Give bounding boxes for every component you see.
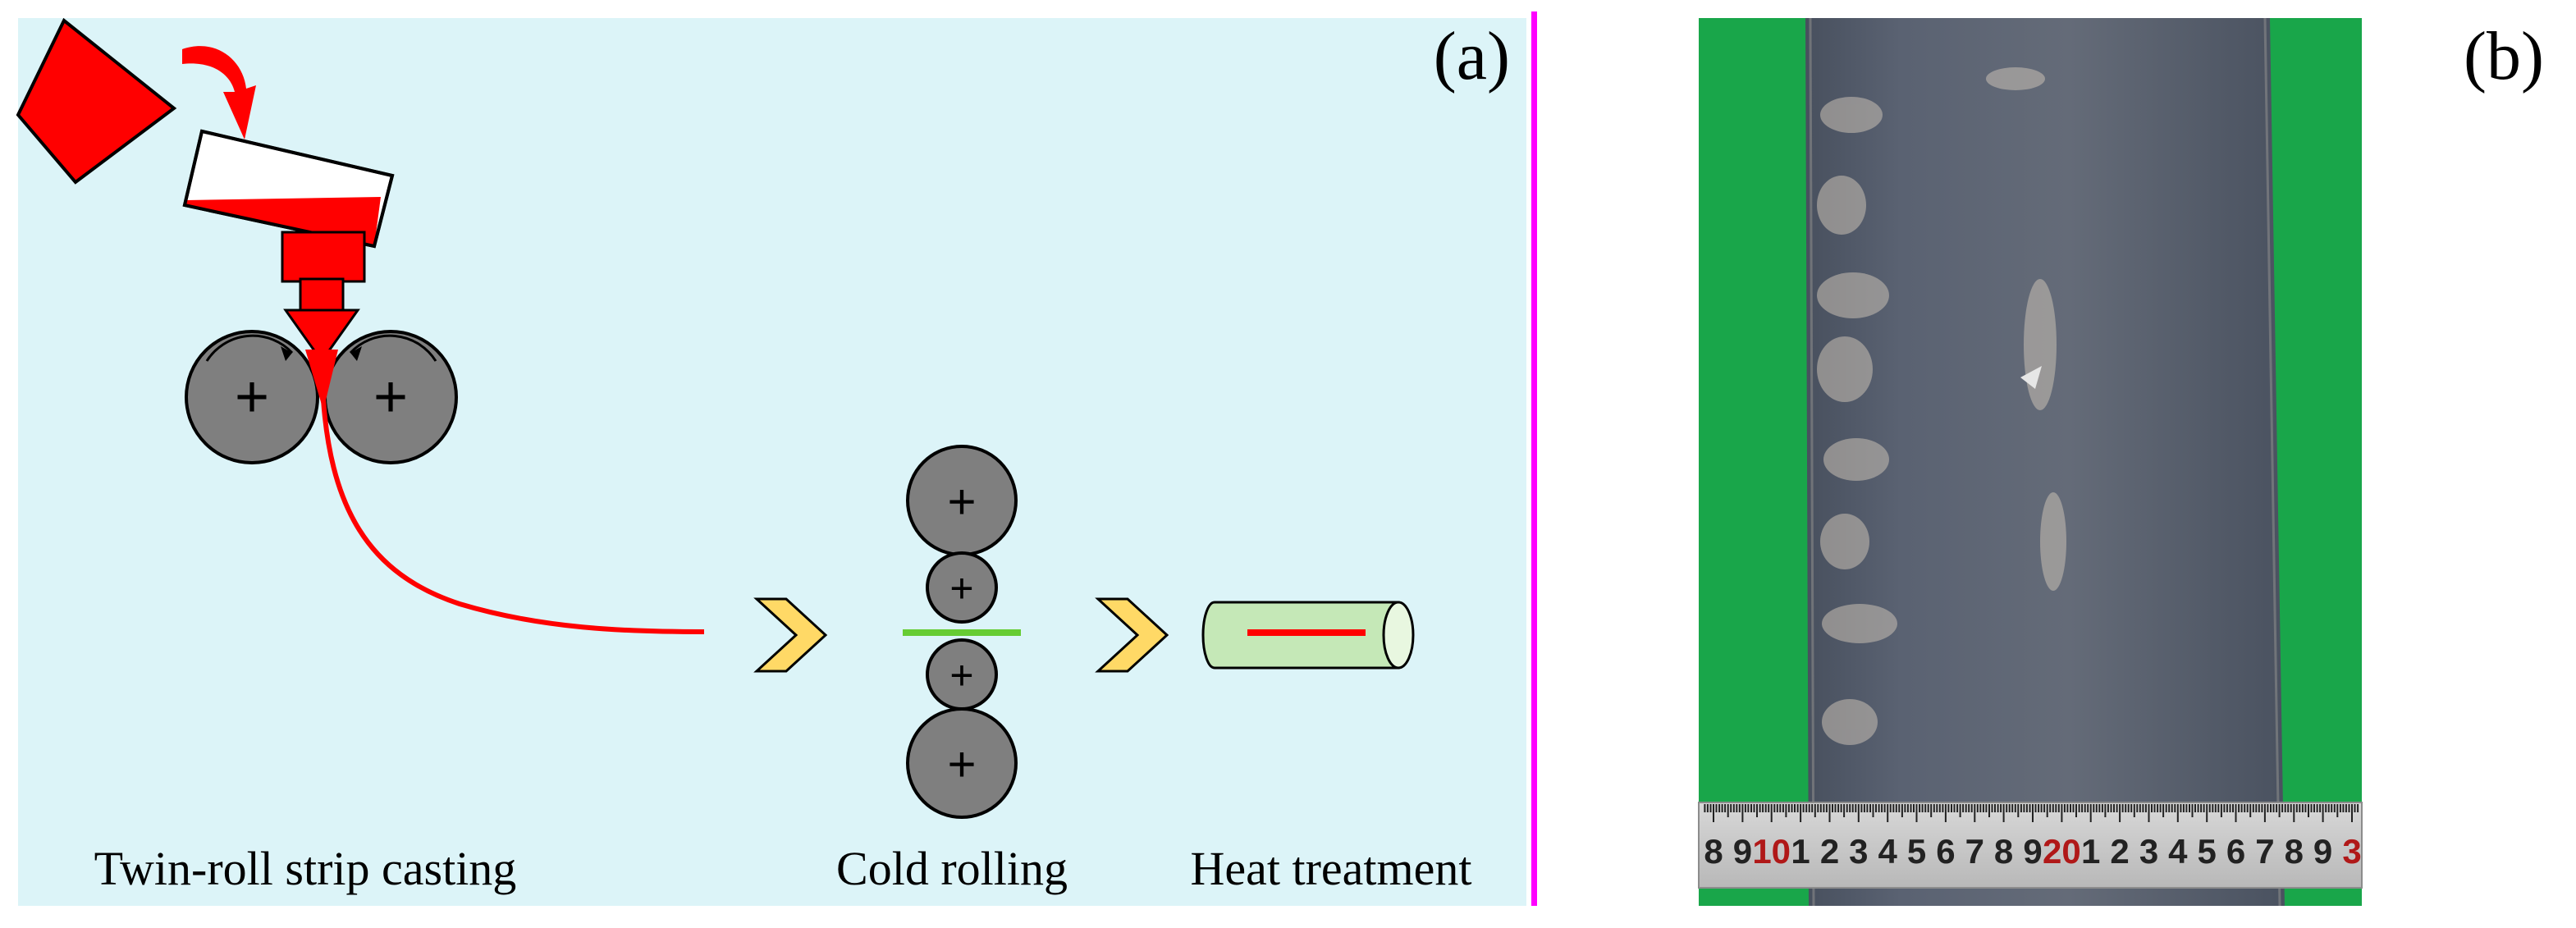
ruler-label: 6 — [2226, 832, 2245, 871]
nozzle-icon — [281, 231, 366, 363]
plus-icon: + — [373, 364, 408, 430]
ruler-label: 2 — [2110, 832, 2129, 871]
ruler-label: 8 — [1704, 832, 1723, 871]
surface-defect — [2020, 366, 2042, 389]
plus-icon: + — [947, 474, 976, 529]
caption-heat-treatment: Heat treatment — [1191, 842, 1472, 895]
plus-icon: + — [947, 737, 976, 792]
chevron-right-icon — [1095, 597, 1169, 673]
ruler-label: 8 — [1994, 832, 2013, 871]
caption-cold-rolling: Cold rolling — [836, 842, 1068, 895]
cold-rolling-mill: + + + + — [903, 445, 1021, 819]
ruler-label: 4 — [2168, 832, 2188, 871]
ruler-label: 9 — [2023, 832, 2042, 871]
ruler-label: 5 — [2198, 832, 2217, 871]
plus-icon: + — [949, 565, 973, 611]
furnace-tube-icon — [1201, 601, 1415, 670]
panel-a-process-schematic: + + + + + + — [16, 17, 1526, 906]
backup-roll-bottom — [906, 707, 1018, 819]
ruler-label: 20 — [2043, 832, 2081, 871]
ladle-icon — [16, 17, 177, 185]
twin-roll-left: + — [185, 330, 319, 464]
plus-icon: + — [949, 652, 973, 698]
ruler-label: 10 — [1752, 832, 1791, 871]
ruler-label: 6 — [1936, 832, 1955, 871]
process-diagram: + + + + + + — [16, 17, 1526, 906]
plus-icon: + — [235, 364, 269, 430]
caption-twin-roll: Twin-roll strip casting — [94, 842, 517, 895]
ruler-label: 4 — [1878, 832, 1898, 871]
twin-roll-right: + — [323, 330, 458, 464]
chevron-right-icon — [753, 597, 828, 673]
ruler-label: 2 — [1820, 832, 1839, 871]
ruler-label: 1 — [1791, 832, 1810, 871]
ruler-label: 3 — [1849, 832, 1868, 871]
work-roll-top — [926, 551, 998, 624]
melt-pool — [305, 350, 338, 410]
ruler-label: 1 — [2081, 832, 2100, 871]
panel-divider — [1531, 11, 1537, 906]
panel-letter-a: (a) — [1434, 18, 1510, 94]
surface-texture — [1817, 67, 2066, 745]
cast-strip — [320, 385, 705, 634]
ruler-label: 3 — [2139, 832, 2158, 871]
ruler-label: 8 — [2285, 832, 2304, 871]
ruler-label: 7 — [1965, 832, 1984, 871]
ruler-label: 9 — [2313, 832, 2332, 871]
ruler-label: 9 — [1733, 832, 1752, 871]
ruler-label: 3 — [2342, 832, 2361, 871]
panel-letter-b: (b) — [2464, 18, 2544, 94]
ruler-label: 5 — [1907, 832, 1926, 871]
pouring-stream — [182, 46, 256, 139]
ruler-label: 7 — [2255, 832, 2274, 871]
cast-strip-sample — [1805, 18, 2285, 906]
